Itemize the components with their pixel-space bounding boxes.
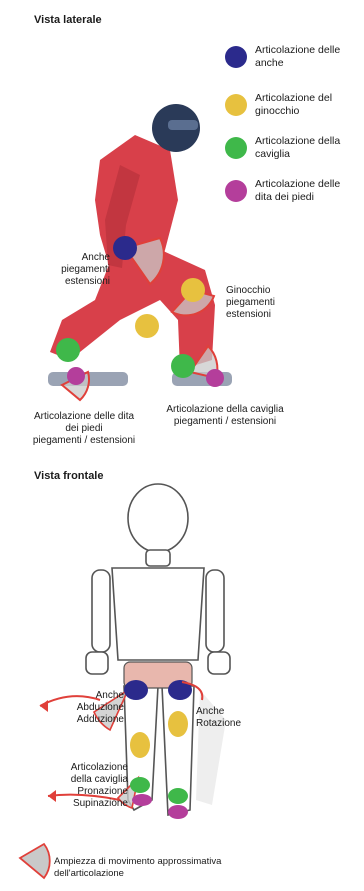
frontal-right-ankle-marker (168, 788, 188, 804)
range-of-motion-legend-icon (20, 844, 50, 878)
mannequin-left-upper-arm (92, 570, 110, 652)
frontal-left-toe-marker (132, 794, 152, 806)
frontal-right-knee-marker (168, 711, 188, 737)
mannequin-head (128, 484, 188, 552)
mannequin-left-hand (86, 652, 108, 674)
frontal-left-knee-marker (130, 732, 150, 758)
frontal-right-toe-marker (168, 805, 188, 819)
mannequin-torso (112, 568, 204, 660)
mannequin-right-upper-arm (206, 570, 224, 652)
mannequin-right-hand (208, 652, 230, 674)
frontal-left-hip-marker (124, 680, 148, 700)
mannequin-neck (146, 550, 170, 566)
frontal-left-ankle-marker (130, 777, 150, 793)
